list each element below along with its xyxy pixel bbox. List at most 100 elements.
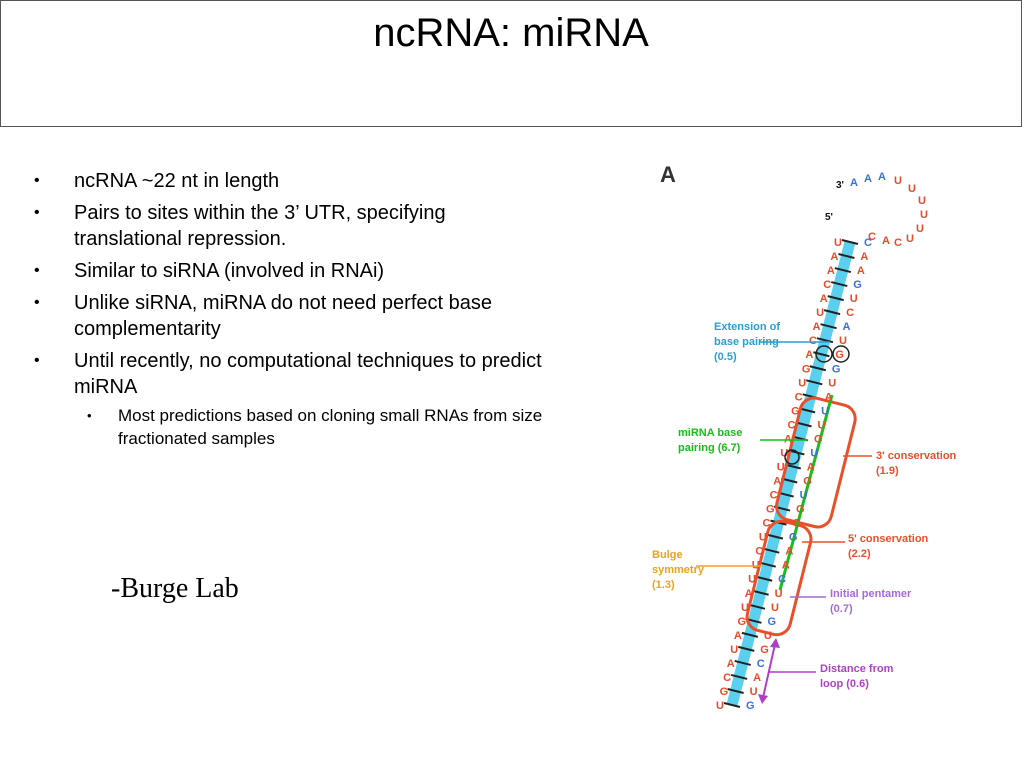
nucleotide-glyph: A xyxy=(773,476,781,488)
nucleotide-glyph: C xyxy=(762,518,770,530)
base-pair-rung xyxy=(723,702,741,708)
nucleotide-glyph: A xyxy=(782,560,790,572)
base-pair-rung xyxy=(809,365,827,372)
nucleotide-glyph: C xyxy=(792,518,800,530)
nucleotide-glyph: G xyxy=(791,405,800,417)
mirna-pairing-label: pairing (6.7) xyxy=(678,442,741,454)
base-pair-rung xyxy=(748,603,766,610)
loop-nucleotide-glyph: U xyxy=(920,209,928,221)
nucleotide-glyph: U xyxy=(775,588,783,600)
mirna-hairpin-figure: A UCAAAACGAUUCAACUAGGGUUCAGUCUAGUUUAAGCU… xyxy=(652,162,957,712)
base-pair-rung xyxy=(759,561,777,568)
nucleotide-glyph: C xyxy=(809,335,817,347)
nucleotide-glyph: G xyxy=(832,363,841,375)
loop-nucleotide-glyph: A xyxy=(878,171,886,183)
nucleotide-glyph: U xyxy=(750,686,758,698)
bullet-text: Until recently, no computational techniq… xyxy=(74,350,542,398)
nucleotide-glyph: C xyxy=(788,419,796,431)
nucleotide-glyph: U xyxy=(839,335,847,347)
nucleotide-glyph: U xyxy=(780,447,788,459)
five-prime-conservation-label: 5' conservation xyxy=(848,533,929,545)
base-pair-rung xyxy=(838,253,855,260)
nucleotide-glyph: A xyxy=(727,658,735,670)
base-pair-rung xyxy=(755,575,773,582)
circled-nucleotide xyxy=(832,345,850,363)
nucleotide-glyph: U xyxy=(816,307,824,319)
nucleotide-glyph: U xyxy=(800,490,808,502)
bullet-item: Pairs to sites within the 3’ UTR, specif… xyxy=(30,200,550,252)
nucleotide-glyph: G xyxy=(796,504,805,516)
nucleotide-glyph: A xyxy=(813,321,821,333)
nucleotide-glyph: A xyxy=(830,251,838,263)
initial-pentamer-label: (0.7) xyxy=(830,603,853,615)
nucleotide-glyph: G xyxy=(789,532,798,544)
nucleotide-glyph: A xyxy=(807,461,815,473)
distance-label: Distance from xyxy=(820,663,894,675)
nucleotide-glyph: G xyxy=(853,279,862,291)
loop-nucleotide-glyph: C xyxy=(868,231,876,243)
nucleotide-glyph: C xyxy=(723,672,731,684)
extension-label: (0.5) xyxy=(714,351,737,363)
three-prime-conservation-label: (1.9) xyxy=(876,465,899,477)
circled-nucleotide xyxy=(815,345,833,363)
nucleotide-glyph: A xyxy=(857,265,865,277)
nucleotide-glyph: A xyxy=(827,265,835,277)
loop-nucleotide-glyph: U xyxy=(894,175,902,187)
circled-nucleotide xyxy=(784,449,800,465)
initial-pentamer-label: Initial pentamer xyxy=(830,588,912,600)
nucleotide-glyph: C xyxy=(864,237,872,249)
nucleotide-glyph: C xyxy=(778,574,786,586)
nucleotide-glyph: A xyxy=(820,293,828,305)
nucleotide-glyph: A xyxy=(825,391,833,403)
base-pair-rung xyxy=(805,379,823,386)
nucleotide-glyph: G xyxy=(835,349,844,361)
nucleotide-glyph: A xyxy=(785,546,793,558)
bullet-list: ncRNA ~22 nt in length Pairs to sites wi… xyxy=(30,168,550,456)
nucleotide-glyph: A xyxy=(843,321,851,333)
five-prime-conservation-box xyxy=(745,519,813,637)
base-pair-rung xyxy=(834,267,852,274)
nucleotide-glyph: C xyxy=(757,658,765,670)
loop-nucleotide-glyph: U xyxy=(916,223,924,235)
loop-nucleotide-glyph: U xyxy=(906,233,914,245)
base-pair-rung xyxy=(827,295,844,302)
nucleotide-glyph: G xyxy=(737,616,746,628)
title-box: ncRNA: miRNA xyxy=(0,0,1022,127)
nucleotide-glyph: U xyxy=(748,574,756,586)
nucleotide-glyph: U xyxy=(771,602,779,614)
nucleotide-glyph: G xyxy=(814,433,823,445)
nucleotide-glyph: U xyxy=(764,630,772,642)
mirna-strand xyxy=(778,394,834,591)
distance-label: loop (0.6) xyxy=(820,678,869,690)
sub-bullet-list: Most predictions based on cloning small … xyxy=(74,404,550,450)
nucleotide-glyph: A xyxy=(860,251,868,263)
bulge-label: (1.3) xyxy=(652,579,675,591)
nucleotide-glyph: U xyxy=(730,644,738,656)
nucleotide-glyph: G xyxy=(767,616,776,628)
nucleotide-glyph: U xyxy=(828,377,836,389)
base-pair-rung xyxy=(752,589,769,596)
bullet-item: Similar to siRNA (involved in RNAi) xyxy=(30,258,550,284)
three-prime-conservation-label: 3' conservation xyxy=(876,450,957,462)
nucleotide-glyph: G xyxy=(720,686,729,698)
base-pair-rung xyxy=(730,673,748,680)
nucleotide-glyph: U xyxy=(818,419,826,431)
base-pair-rung xyxy=(734,659,751,666)
nucleotide-glyph: U xyxy=(834,237,842,249)
base-pair-rung xyxy=(741,631,759,638)
base-pair-rung xyxy=(727,687,744,694)
credit-text: -Burge Lab xyxy=(111,573,239,604)
distance-arrow xyxy=(761,639,777,703)
nucleotide-glyph: U xyxy=(759,532,767,544)
bullet-item: ncRNA ~22 nt in length xyxy=(30,168,550,194)
arrowhead-icon xyxy=(758,694,768,704)
base-pair-rung xyxy=(831,281,848,288)
loop-nucleotide-glyph: C xyxy=(894,237,902,249)
nucleotide-glyph: U xyxy=(810,447,818,459)
nucleotide-glyph: G xyxy=(760,644,769,656)
loop-nucleotide-glyph: A xyxy=(850,177,858,189)
loop-nucleotide-glyph: U xyxy=(908,183,916,195)
nucleotide-glyph: U xyxy=(741,602,749,614)
nucleotide-glyph: U xyxy=(798,377,806,389)
slide-title: ncRNA: miRNA xyxy=(373,11,649,55)
